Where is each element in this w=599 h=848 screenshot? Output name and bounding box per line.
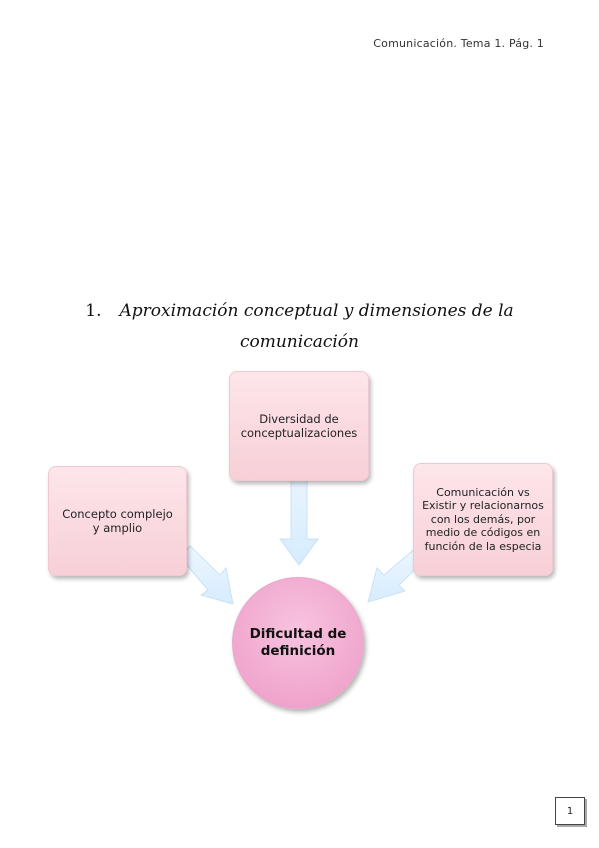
section-number: 1. <box>85 301 102 321</box>
section-title-line1: Aproximación conceptual y dimensiones de… <box>119 301 514 321</box>
diagram-box-right-text: Comunicación vs Existir y relacionarnos … <box>422 485 544 553</box>
page-header: Comunicación. Tema 1. Pág. 1 <box>373 37 544 50</box>
diagram-box-center-text: Diversidad de conceptualizaciones <box>240 412 358 440</box>
diagram-box-center: Diversidad de conceptualizaciones <box>229 371 369 481</box>
diagram-center-node-text: Dificultad de definición <box>249 626 347 659</box>
section-title-line2: comunicación <box>239 332 359 352</box>
diagram-box-left-text: Concepto complejo y amplio <box>62 507 173 535</box>
diagram-box-left: Concepto complejo y amplio <box>48 466 187 576</box>
page-number: 1 <box>555 797 585 825</box>
diagram-center-node: Dificultad de definición <box>232 577 364 709</box>
arrow-left-diagonal <box>179 545 234 605</box>
section-title: 1. Aproximación conceptual y dimensiones … <box>0 296 599 358</box>
diagram-box-right: Comunicación vs Existir y relacionarnos … <box>413 463 553 576</box>
